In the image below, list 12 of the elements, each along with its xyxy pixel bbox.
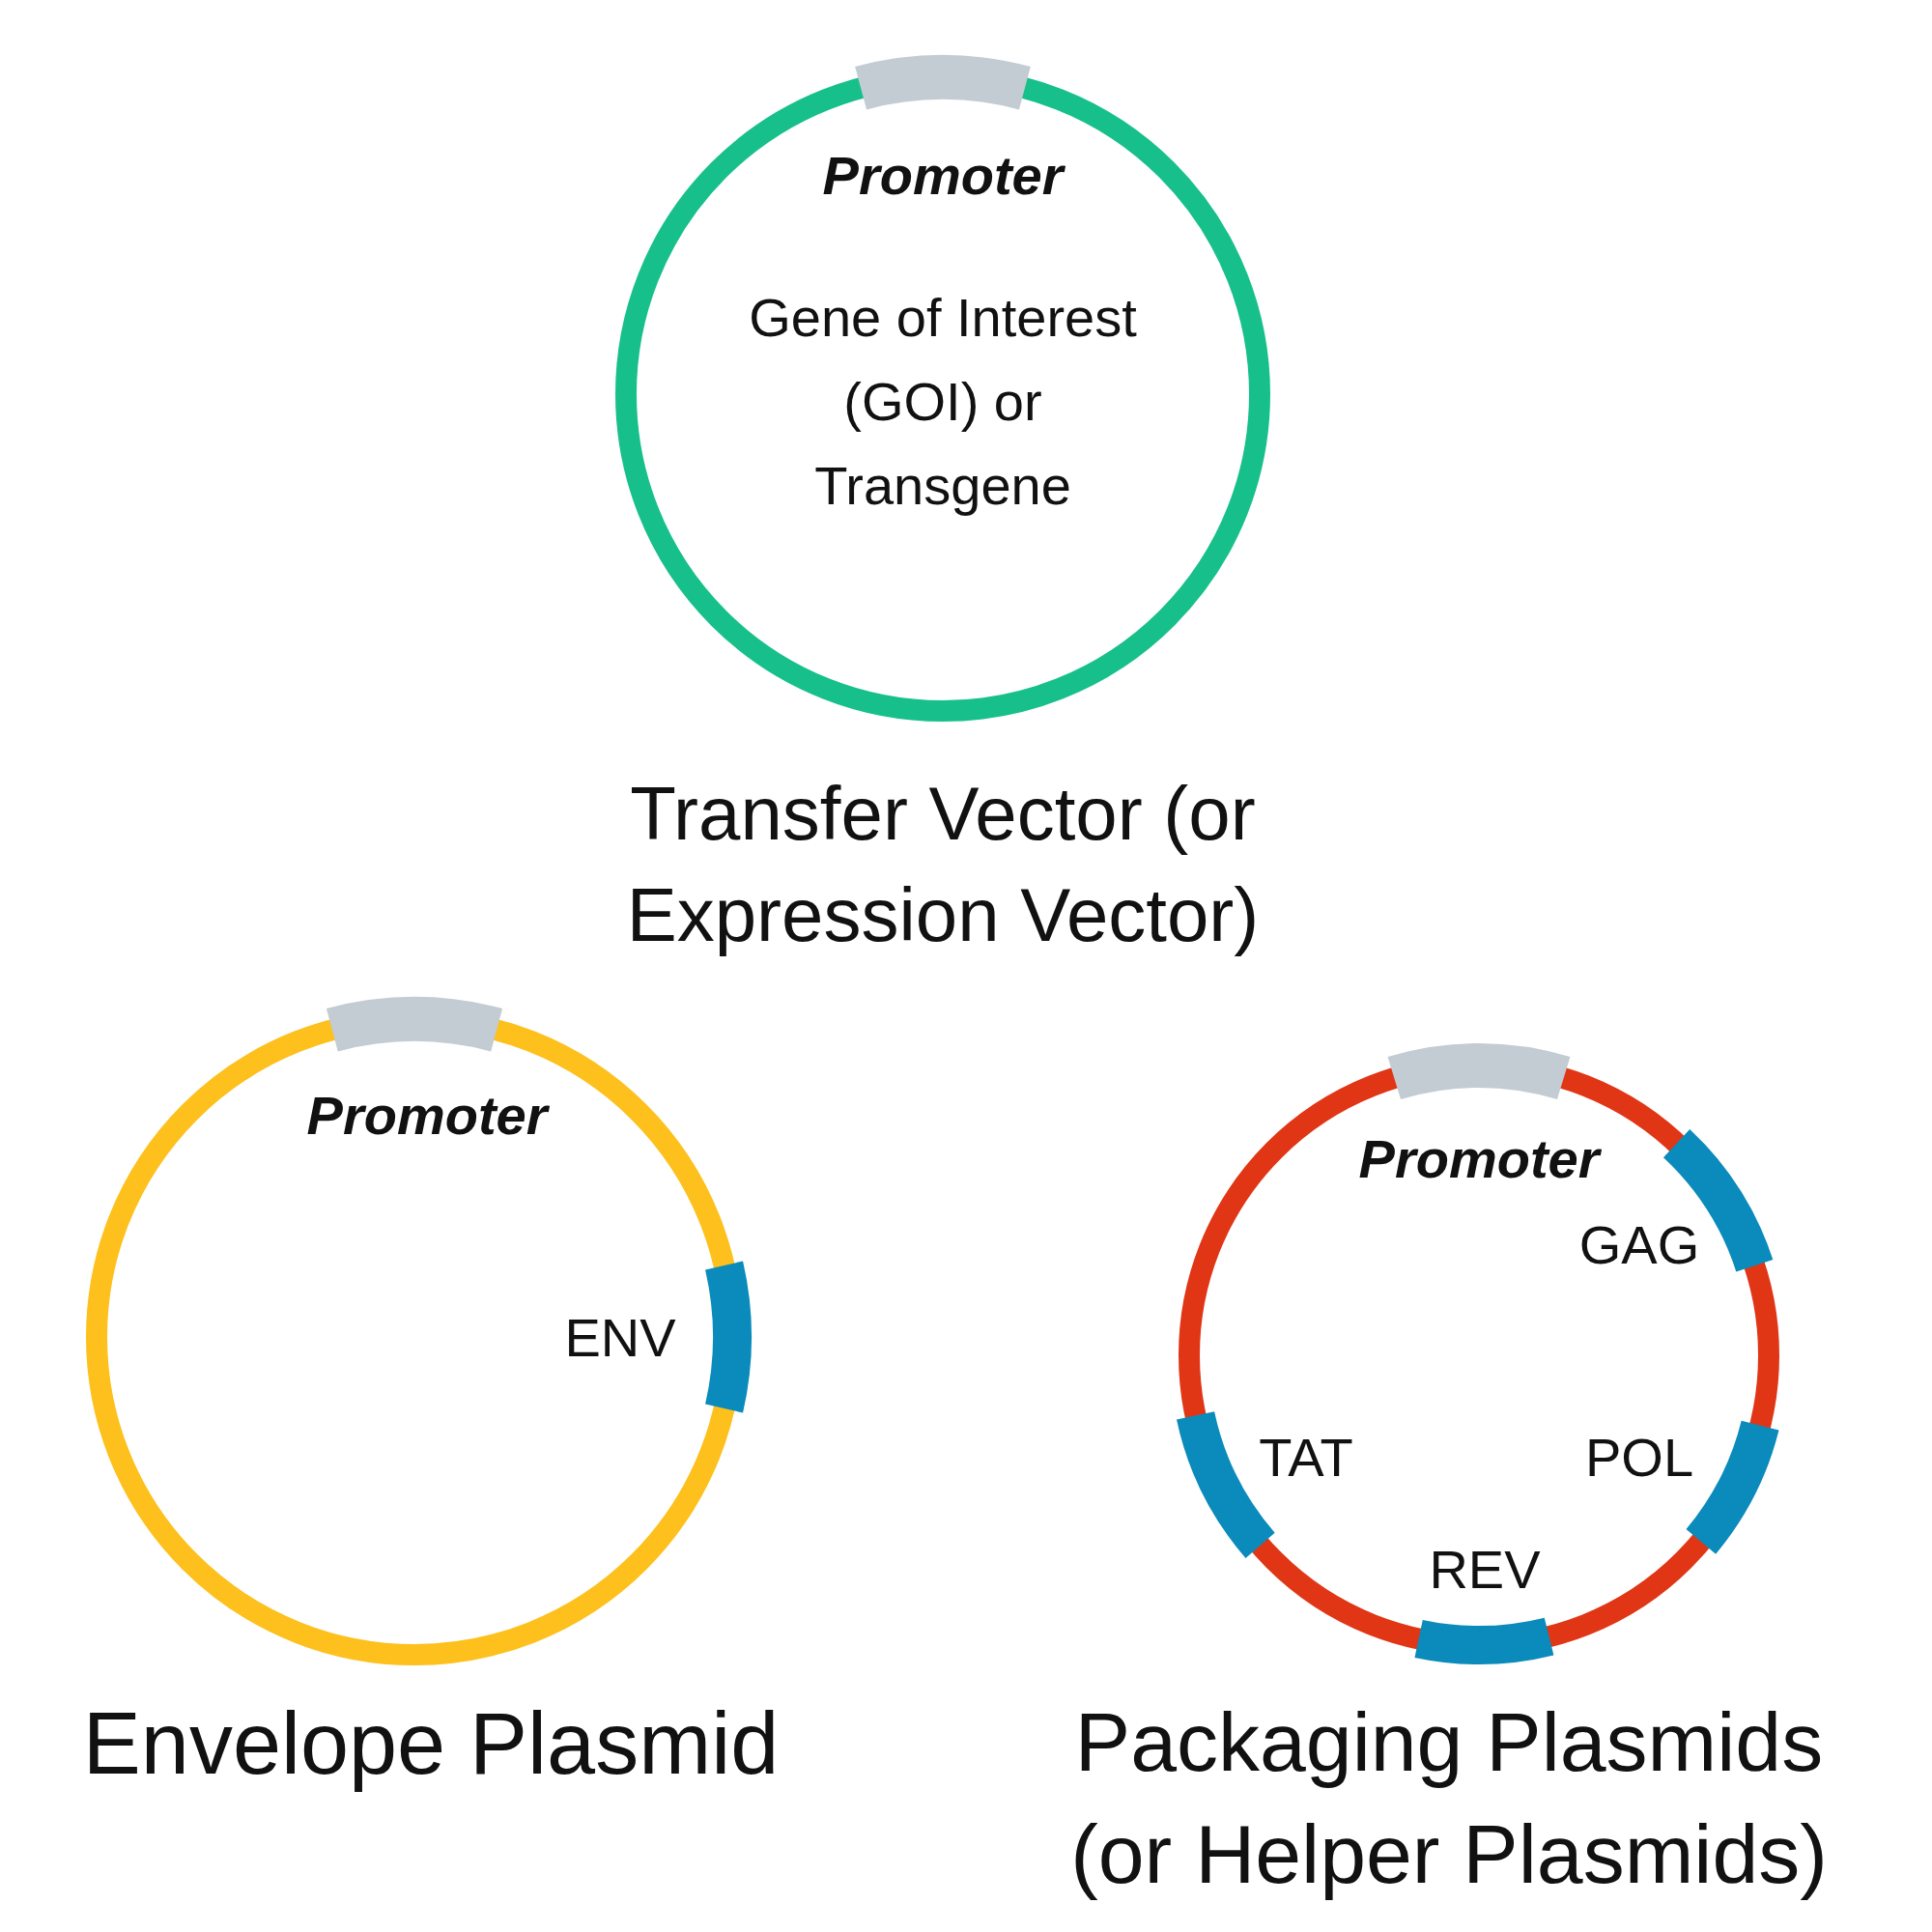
promoter-label: Promoter bbox=[1358, 1126, 1600, 1190]
plasmid-name: Transfer Vector (or Expression Vector) bbox=[625, 770, 1261, 960]
gene-label: TAT bbox=[1259, 1425, 1353, 1489]
gene-label: REV bbox=[1429, 1537, 1541, 1601]
plasmid-name: Envelope Plasmid bbox=[81, 1694, 781, 1794]
gene-label: ENV bbox=[564, 1305, 676, 1369]
promoter-label: Promoter bbox=[822, 143, 1064, 207]
gene-label: GAG bbox=[1578, 1212, 1700, 1276]
plasmid-name: Packaging Plasmids (or Helper Plasmids) bbox=[1069, 1694, 1829, 1903]
promoter-label: Promoter bbox=[306, 1083, 548, 1147]
gene-label: POL bbox=[1584, 1425, 1694, 1489]
gene-label: Gene of Interest (GOI) or Transgene bbox=[748, 285, 1138, 518]
